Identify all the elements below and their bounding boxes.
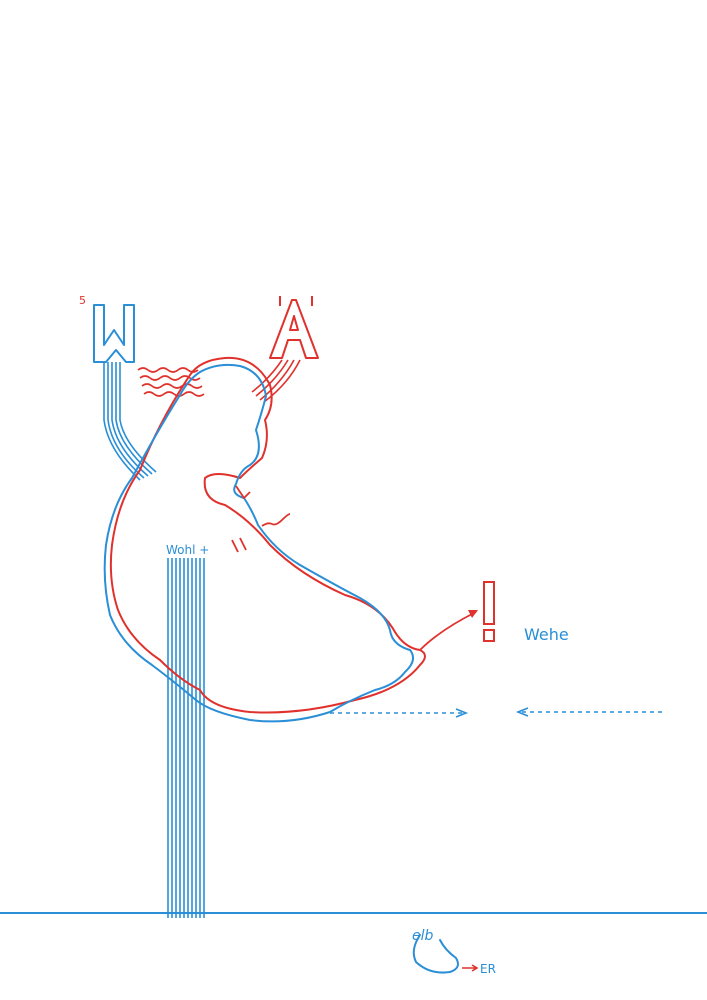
exclamation-mark bbox=[483, 581, 495, 642]
red-arrow bbox=[419, 611, 477, 651]
signature-arrow bbox=[462, 964, 479, 972]
wohl-text: Wohl + bbox=[166, 543, 209, 557]
red-arrowhead bbox=[468, 610, 478, 618]
wohl-column bbox=[167, 558, 205, 918]
red-chest-marks bbox=[231, 485, 291, 553]
figure-blue-outline bbox=[103, 363, 415, 723]
number-mark: 5 bbox=[79, 294, 86, 307]
figure-red-outline bbox=[109, 356, 426, 714]
letter-w-shape bbox=[93, 304, 135, 363]
wehe-text: Wehe bbox=[524, 625, 569, 644]
a-drips bbox=[251, 359, 301, 403]
dashed-arrow-right bbox=[330, 708, 469, 718]
foot-doodle bbox=[412, 934, 459, 974]
signature-text: elb bbox=[412, 928, 434, 944]
red-waves bbox=[137, 367, 205, 397]
letter-a-shape bbox=[269, 299, 319, 359]
w-drips bbox=[103, 362, 157, 481]
signature-note: ER bbox=[480, 962, 496, 976]
dashed-arrow-left bbox=[515, 707, 662, 717]
